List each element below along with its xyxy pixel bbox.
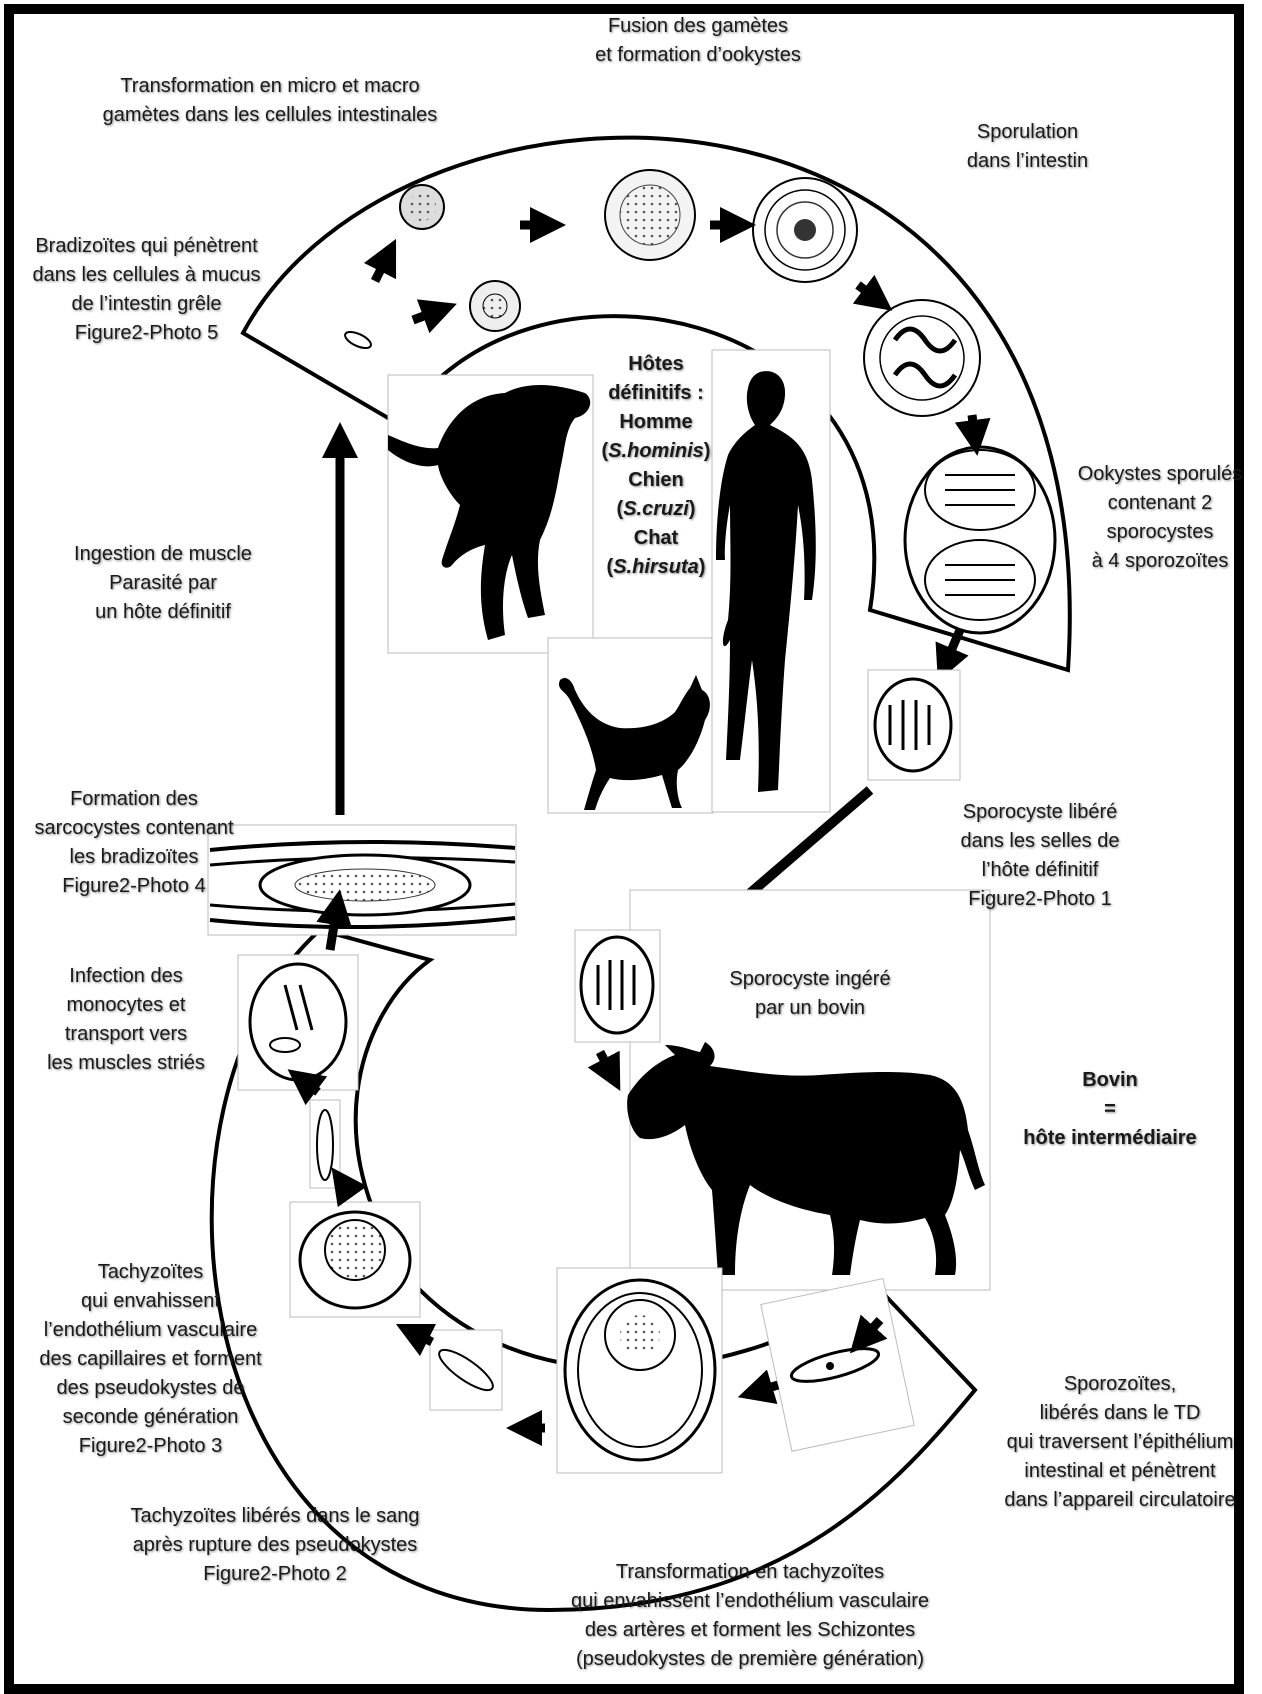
tachy-env-line-5: des pseudokystes de — [18, 1374, 283, 1403]
bradizoites-line-4: Figure2-Photo 5 — [14, 319, 279, 348]
microgamete-cell-icon — [400, 185, 444, 229]
ingested-sporocyst-panel — [575, 930, 660, 1042]
sporulation-line-1: Sporulation — [940, 118, 1115, 147]
sporocyste-libere-line-2: dans les selles de — [940, 827, 1140, 856]
sporocyste-ingere-label: Sporocyste ingéré par un bovin — [705, 965, 915, 1023]
sporulation-label: Sporulation dans l’intestin — [940, 118, 1115, 176]
chien-species-name: S.cruzi — [623, 498, 689, 520]
sarcocystes-line-2: sarcocystes contenant — [14, 814, 254, 843]
bovin-role: hôte intermédiaire — [1010, 1124, 1210, 1153]
ookystes-line-1: Ookystes sporulés — [1060, 460, 1260, 489]
transformation-gametes-line-2: gamètes dans les cellules intestinales — [80, 101, 460, 130]
infection-line-1: Infection des — [26, 962, 226, 991]
infection-line-4: les muscles striés — [26, 1049, 226, 1078]
ookystes-line-3: sporocystes — [1060, 518, 1260, 547]
sarcocystes-line-3: les bradizoïtes — [14, 843, 254, 872]
host-chat-species: (S.hirsuta) — [596, 553, 716, 582]
ingestion-label: Ingestion de muscle Parasité par un hôte… — [38, 540, 288, 627]
macrogamete-cell-icon — [470, 281, 520, 331]
host-chien: Chien — [596, 466, 716, 495]
transformation-tachy-line-4: (pseudokystes de première génération) — [540, 1645, 960, 1674]
infection-line-2: monocytes et — [26, 991, 226, 1020]
released-sporocyst-panel — [868, 670, 960, 780]
tachy-env-line-6: seconde génération — [18, 1403, 283, 1432]
sporozoites-line-1: Sporozoïtes, — [980, 1370, 1260, 1399]
ookystes-line-4: à 4 sporozoïtes — [1060, 547, 1260, 576]
zygote-oocyst-icon — [605, 170, 695, 260]
transformation-tachy-line-3: des artères et forment les Schizontes — [540, 1616, 960, 1645]
bradizoites-line-2: dans les cellules à mucus — [14, 261, 279, 290]
host-homme: Homme — [596, 408, 716, 437]
ookystes-sporules-label: Ookystes sporulés contenant 2 sporocyste… — [1060, 460, 1260, 576]
fusion-label: Fusion des gamètes et formation d’ookyst… — [568, 12, 828, 70]
sarcocystes-line-1: Formation des — [14, 785, 254, 814]
bradizoites-line-3: de l’intestin grêle — [14, 290, 279, 319]
ingestion-line-2: Parasité par — [38, 569, 288, 598]
tachy-lib-line-2: après rupture des pseudokystes — [110, 1531, 440, 1560]
infected-monocyte-panel — [238, 955, 358, 1090]
sporocyste-libere-line-3: l’hôte définitif — [940, 856, 1140, 885]
ingestion-cow-arrow — [600, 1052, 612, 1075]
transformation-gametes-label: Transformation en micro et macro gamètes… — [80, 72, 460, 130]
sporocyste-libere-label: Sporocyste libéré dans les selles de l’h… — [940, 798, 1140, 914]
tachyzoites-envahissent-label: Tachyzoïtes qui envahissent l’endothéliu… — [18, 1258, 283, 1461]
sporozoites-label: Sporozoïtes, libérés dans le TD qui trav… — [980, 1370, 1260, 1515]
sporozoites-line-2: libérés dans le TD — [980, 1399, 1260, 1428]
sporulation-line-2: dans l’intestin — [940, 147, 1115, 176]
tachy-env-line-2: qui envahissent — [18, 1287, 283, 1316]
host-chat: Chat — [596, 524, 716, 553]
tachyzoite-blood-panel — [430, 1330, 502, 1410]
first-gen-schizont-panel — [557, 1268, 722, 1473]
transformation-tachy-line-2: qui envahissent l’endothélium vasculaire — [540, 1587, 960, 1616]
tachyzoites-liberes-label: Tachyzoïtes libérés dans le sang après r… — [110, 1502, 440, 1589]
ookystes-line-2: contenant 2 — [1060, 489, 1260, 518]
homme-species-name: S.hominis — [608, 440, 704, 462]
hosts-title-1: Hôtes — [596, 350, 716, 379]
bradizoites-penetrent-label: Bradizoïtes qui pénètrent dans les cellu… — [14, 232, 279, 348]
bovin-label: Bovin = hôte intermédiaire — [1010, 1066, 1210, 1153]
tachy-lib-line-1: Tachyzoïtes libérés dans le sang — [110, 1502, 440, 1531]
sporozoites-line-5: dans l’appareil circulatoire — [980, 1486, 1260, 1515]
sporocyste-ingere-line-2: par un bovin — [705, 994, 915, 1023]
chat-species-name: S.hirsuta — [613, 556, 699, 578]
sporocyste-ingere-line-1: Sporocyste ingéré — [705, 965, 915, 994]
tachy-env-line-4: des capillaires et forment — [18, 1345, 283, 1374]
sarcocystes-line-4: Figure2-Photo 4 — [14, 872, 254, 901]
bradizoites-line-1: Bradizoïtes qui pénètrent — [14, 232, 279, 261]
bovin-name: Bovin — [1010, 1066, 1210, 1095]
sporozoites-line-4: intestinal et pénètrent — [980, 1457, 1260, 1486]
tachy-env-line-7: Figure2-Photo 3 — [18, 1432, 283, 1461]
tachy-lib-line-3: Figure2-Photo 2 — [110, 1560, 440, 1589]
infection-line-3: transport vers — [26, 1020, 226, 1049]
ingestion-line-1: Ingestion de muscle — [38, 540, 288, 569]
hosts-label: Hôtes définitifs : Homme (S.hominis) Chi… — [596, 350, 716, 582]
sporozoites-line-3: qui traversent l’épithélium — [980, 1428, 1260, 1457]
hosts-title-2: définitifs : — [596, 379, 716, 408]
sarcocyst-muscle-panel — [208, 825, 516, 935]
infection-monocytes-label: Infection des monocytes et transport ver… — [26, 962, 226, 1078]
formation-sarcocystes-label: Formation des sarcocystes contenant les … — [14, 785, 254, 901]
transformation-gametes-line-1: Transformation en micro et macro — [80, 72, 460, 101]
second-gen-pseudocyst-panel — [290, 1202, 420, 1317]
fusion-line-1: Fusion des gamètes — [568, 12, 828, 41]
ingestion-line-3: un hôte définitif — [38, 598, 288, 627]
sporocyste-libere-line-1: Sporocyste libéré — [940, 798, 1140, 827]
fusion-line-2: et formation d’ookystes — [568, 41, 828, 70]
sporocyste-libere-line-4: Figure2-Photo 1 — [940, 885, 1140, 914]
monocyte-tachyzoite-panel — [310, 1100, 340, 1188]
host-homme-species: (S.hominis) — [596, 437, 716, 466]
transformation-tachy-line-1: Transformation en tachyzoïtes — [540, 1558, 960, 1587]
tachy-env-line-3: l’endothélium vasculaire — [18, 1316, 283, 1345]
transformation-tachyzoites-label: Transformation en tachyzoïtes qui envahi… — [540, 1558, 960, 1674]
host-chien-species: (S.cruzi) — [596, 495, 716, 524]
tachy-env-line-1: Tachyzoïtes — [18, 1258, 283, 1287]
bovin-equals: = — [1010, 1095, 1210, 1124]
